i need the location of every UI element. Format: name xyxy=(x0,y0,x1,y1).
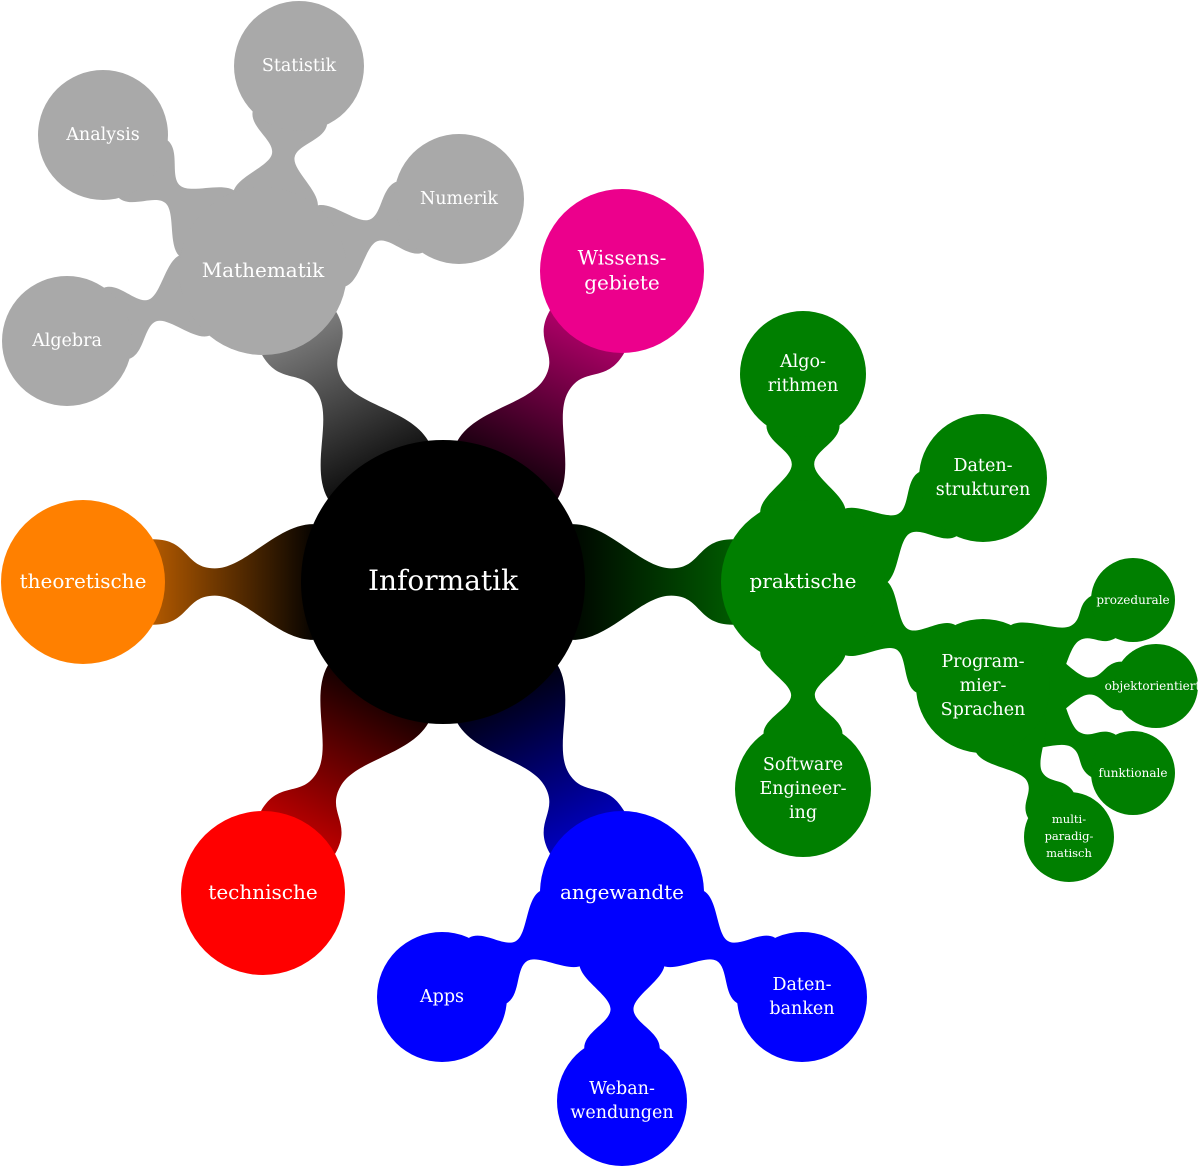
connector-root-wissensgebiete xyxy=(457,310,625,499)
node-wissensgebiete xyxy=(540,189,704,353)
node-label-line: paradig- xyxy=(1045,829,1094,843)
node-label-line: theoretische xyxy=(20,569,147,593)
node-root xyxy=(301,440,585,724)
node-funktionale xyxy=(1091,731,1175,815)
node-label-mathematik: Mathematik xyxy=(202,258,325,282)
node-label-line: Wissens- xyxy=(578,245,667,269)
node-label-line: Program- xyxy=(941,652,1024,672)
node-apps xyxy=(377,932,507,1062)
node-label-line: Software xyxy=(763,755,843,775)
node-label-root: Informatik xyxy=(368,564,519,597)
connector-root-theoretische xyxy=(152,524,314,640)
node-label-line: Algebra xyxy=(31,331,102,351)
node-label-line: technische xyxy=(208,880,317,904)
node-numerik xyxy=(394,134,524,264)
node-label-praktische: praktische xyxy=(749,569,856,593)
node-label-line: Informatik xyxy=(368,564,519,597)
node-label-line: Weban- xyxy=(589,1079,655,1099)
node-label-line: angewandte xyxy=(560,880,684,904)
node-label-line: Sprachen xyxy=(941,700,1026,720)
node-technische xyxy=(181,811,345,975)
node-label-line: rithmen xyxy=(768,376,839,396)
node-datenbanken xyxy=(737,932,867,1062)
node-label-datenbanken: Daten-banken xyxy=(769,975,834,1019)
node-software-engineering xyxy=(735,721,871,857)
node-label-line: mier- xyxy=(960,676,1007,696)
node-label-algorithmen: Algo-rithmen xyxy=(768,352,839,396)
node-statistik xyxy=(234,1,364,131)
node-label-line: Daten- xyxy=(953,456,1012,476)
node-label-multiparadigmatisch: multi-paradig-matisch xyxy=(1045,812,1094,860)
node-label-line: funktionale xyxy=(1099,766,1168,780)
node-label-line: Mathematik xyxy=(202,258,325,282)
connector-praktische-software-engineering xyxy=(760,651,846,734)
node-label-line: matisch xyxy=(1046,846,1092,860)
node-label-line: Daten- xyxy=(772,975,831,995)
node-label-objektorientierte: objektorientierte xyxy=(1105,679,1200,693)
node-label-line: Numerik xyxy=(420,189,498,209)
connector-mathematik-statistik xyxy=(233,111,328,208)
node-label-analysis: Analysis xyxy=(65,125,139,145)
connector-root-technische xyxy=(261,665,429,854)
node-label-line: ing xyxy=(789,803,817,823)
node-label-line: objektorientierte xyxy=(1105,679,1200,693)
node-label-theoretische: theoretische xyxy=(20,569,147,593)
node-label-apps: Apps xyxy=(419,987,464,1007)
node-algorithmen xyxy=(740,311,866,437)
node-algebra xyxy=(2,276,132,406)
node-praktische xyxy=(721,500,885,664)
node-labels: Informatik Mathematik StatistikAnalysisNum… xyxy=(20,56,1200,1123)
node-prozedurale xyxy=(1091,558,1175,642)
connector-root-praktische xyxy=(572,524,734,640)
node-datenstrukturen xyxy=(919,414,1047,542)
node-label-statistik: Statistik xyxy=(262,56,337,76)
node-objektorientierte xyxy=(1114,644,1198,728)
node-label-line: Statistik xyxy=(262,56,337,76)
node-label-line: gebiete xyxy=(584,270,660,294)
node-label-line: Apps xyxy=(419,987,464,1007)
node-analysis xyxy=(38,70,168,200)
node-label-line: praktische xyxy=(749,569,856,593)
node-label-programmiersprachen: Program-mier- Sprachen xyxy=(941,652,1026,720)
node-angewandte xyxy=(540,811,704,975)
node-label-line: strukturen xyxy=(936,480,1031,500)
node-label-prozedurale: prozedurale xyxy=(1096,593,1169,607)
node-label-line: banken xyxy=(769,999,834,1019)
node-label-line: multi- xyxy=(1052,812,1086,826)
node-label-line: Analysis xyxy=(65,125,139,145)
node-label-line: Engineer- xyxy=(759,779,846,799)
node-label-numerik: Numerik xyxy=(420,189,498,209)
node-label-funktionale: funktionale xyxy=(1099,766,1168,780)
node-label-line: Algo- xyxy=(779,352,826,372)
connector-angewandte-webanwendungen xyxy=(579,962,665,1049)
node-multiparadigmatisch xyxy=(1024,792,1114,882)
node-label-technische: technische xyxy=(208,880,317,904)
node-theoretische xyxy=(1,500,165,664)
node-label-angewandte: angewandte xyxy=(560,880,684,904)
connector-root-angewandte xyxy=(457,665,625,854)
node-label-datenstrukturen: Daten-strukturen xyxy=(936,456,1031,500)
node-label-wissensgebiete: Wissens-gebiete xyxy=(578,245,667,294)
node-programmiersprachen xyxy=(916,619,1050,753)
node-label-line: prozedurale xyxy=(1096,593,1169,607)
node-label-line: wendungen xyxy=(570,1103,673,1123)
connector-praktische-algorithmen xyxy=(760,425,846,513)
node-mathematik xyxy=(179,187,347,355)
node-label-webanwendungen: Weban-wendungen xyxy=(570,1079,673,1123)
node-webanwendungen xyxy=(557,1036,687,1166)
node-label-algebra: Algebra xyxy=(31,331,102,351)
